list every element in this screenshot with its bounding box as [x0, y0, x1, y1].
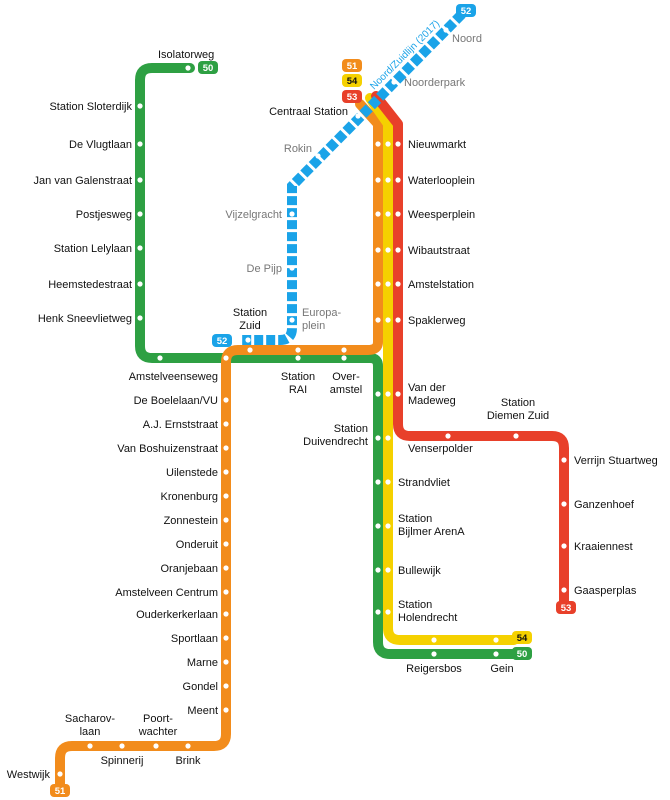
station-duivendrecht-line1[interactable]: Station [334, 423, 368, 435]
station-noorderpark[interactable]: Noorderpark [404, 77, 466, 89]
station-oranjebaan[interactable]: Oranjebaan [161, 563, 219, 575]
station-uilenstede[interactable]: Uilenstede [166, 467, 218, 479]
station-sloterdijk[interactable]: Station Sloterdijk [49, 101, 132, 113]
station-kraaiennest[interactable]: Kraaiennest [574, 541, 633, 553]
station-arena-line2[interactable]: Bijlmer ArenA [398, 526, 465, 538]
line-badge-50-isolatorweg: 50 [198, 61, 218, 74]
svg-text:54: 54 [347, 76, 358, 87]
line-badge-54-centraal: 54 [342, 74, 362, 87]
station-meent[interactable]: Meent [187, 705, 218, 717]
station-holendrecht-line2[interactable]: Holendrecht [398, 612, 457, 624]
station-isolatorweg[interactable]: Isolatorweg [158, 49, 214, 61]
station-postjesweg[interactable]: Postjesweg [76, 209, 132, 221]
line-badge-54-gein: 54 [512, 631, 532, 644]
station-gaasperplas[interactable]: Gaasperplas [574, 585, 637, 597]
svg-text:53: 53 [561, 603, 572, 614]
station-zonnestein[interactable]: Zonnestein [164, 515, 218, 527]
line-badge-53-centraal: 53 [342, 90, 362, 103]
station-europaplein-line1[interactable]: Europa- [302, 307, 341, 319]
station-reigersbos[interactable]: Reigersbos [406, 663, 462, 675]
station-marne[interactable]: Marne [187, 657, 218, 669]
station-rai-line1[interactable]: Station [281, 371, 315, 383]
station-diemen-line1[interactable]: Station [501, 397, 535, 409]
station-gondel[interactable]: Gondel [183, 681, 218, 693]
line-54-route [365, 93, 519, 645]
station-ganzenhoef[interactable]: Ganzenhoef [574, 499, 635, 511]
station-ernststraat[interactable]: A.J. Ernststraat [143, 419, 218, 431]
svg-text:52: 52 [217, 336, 228, 347]
line-badge-51-centraal: 51 [342, 59, 362, 72]
station-amstelveenseweg[interactable]: Amstelveenseweg [129, 371, 218, 383]
station-boshuizenstraat[interactable]: Van Boshuizenstraat [117, 443, 218, 455]
station-zuid-line2[interactable]: Zuid [239, 320, 260, 332]
station-nieuwmarkt[interactable]: Nieuwmarkt [408, 139, 466, 151]
station-verrijn[interactable]: Verrijn Stuartweg [574, 455, 658, 467]
svg-text:53: 53 [347, 92, 358, 103]
line-badge-52-noord: 52 [456, 4, 476, 17]
station-westwijk[interactable]: Westwijk [7, 769, 51, 781]
station-venserpolder[interactable]: Venserpolder [408, 443, 473, 455]
station-onderuit[interactable]: Onderuit [176, 539, 218, 551]
station-vijzelgracht[interactable]: Vijzelgracht [225, 209, 282, 221]
station-diemen-line2[interactable]: Diemen Zuid [487, 410, 549, 422]
station-dots [57, 27, 567, 777]
station-lelylaan[interactable]: Station Lelylaan [54, 243, 132, 255]
station-arena-line1[interactable]: Station [398, 513, 432, 525]
station-centraal[interactable]: Centraal Station [269, 106, 348, 118]
station-brink[interactable]: Brink [175, 755, 201, 767]
station-rai-line2[interactable]: RAI [289, 384, 307, 396]
station-kronenburg[interactable]: Kronenburg [161, 491, 219, 503]
svg-text:51: 51 [347, 61, 358, 72]
station-sacharovlaan-line2[interactable]: laan [80, 726, 101, 738]
line-badge-50-gein: 50 [512, 647, 532, 660]
svg-text:51: 51 [55, 786, 66, 797]
station-heemstedestraat[interactable]: Heemstedestraat [48, 279, 132, 291]
line-badge-52-zuid: 52 [212, 334, 232, 347]
station-galenstraat[interactable]: Jan van Galenstraat [34, 175, 132, 187]
station-spinnerij[interactable]: Spinnerij [101, 755, 144, 767]
station-boelelaan[interactable]: De Boelelaan/VU [134, 395, 218, 407]
line-50-route [135, 63, 519, 659]
station-gein[interactable]: Gein [490, 663, 513, 675]
station-sneevlietweg[interactable]: Henk Sneevlietweg [38, 313, 132, 325]
station-noord[interactable]: Noord [452, 33, 482, 45]
station-vlugtlaan[interactable]: De Vlugtlaan [69, 139, 132, 151]
station-poortwachter-line1[interactable]: Poort- [143, 713, 173, 725]
station-europaplein-line2[interactable]: plein [302, 320, 325, 332]
station-amstelstation[interactable]: Amstelstation [408, 279, 474, 291]
station-strandvliet[interactable]: Strandvliet [398, 477, 450, 489]
station-poortwachter-line2[interactable]: wachter [138, 726, 178, 738]
station-amstelveen-centrum[interactable]: Amstelveen Centrum [115, 587, 218, 599]
station-spaklerweg[interactable]: Spaklerweg [408, 315, 465, 327]
line-badge-51-westwijk: 51 [50, 784, 70, 797]
station-madeweg-line1[interactable]: Van der [408, 382, 446, 394]
station-bullewijk[interactable]: Bullewijk [398, 565, 441, 577]
station-duivendrecht-line2[interactable]: Duivendrecht [303, 436, 368, 448]
line-badge-53-gaasperplas: 53 [556, 601, 576, 614]
station-rokin[interactable]: Rokin [284, 143, 312, 155]
station-zuid-line1[interactable]: Station [233, 307, 267, 319]
station-ouderkerkerlaan[interactable]: Ouderkerkerlaan [136, 609, 218, 621]
station-overamstel-line1[interactable]: Over- [332, 371, 360, 383]
station-pijp[interactable]: De Pijp [247, 263, 282, 275]
svg-text:50: 50 [203, 63, 214, 74]
svg-text:54: 54 [517, 633, 528, 644]
station-holendrecht-line1[interactable]: Station [398, 599, 432, 611]
station-sportlaan[interactable]: Sportlaan [171, 633, 218, 645]
svg-text:52: 52 [461, 6, 472, 17]
station-waterlooplein[interactable]: Waterlooplein [408, 175, 475, 187]
line-53-route [371, 91, 569, 609]
station-wibautstraat[interactable]: Wibautstraat [408, 245, 470, 257]
line-52-route [240, 10, 466, 345]
station-madeweg-line2[interactable]: Madeweg [408, 395, 456, 407]
station-weesperplein[interactable]: Weesperplein [408, 209, 475, 221]
svg-text:50: 50 [517, 649, 528, 660]
station-overamstel-line2[interactable]: amstel [330, 384, 362, 396]
line-51-route [55, 99, 383, 789]
station-sacharovlaan-line1[interactable]: Sacharov- [65, 713, 115, 725]
